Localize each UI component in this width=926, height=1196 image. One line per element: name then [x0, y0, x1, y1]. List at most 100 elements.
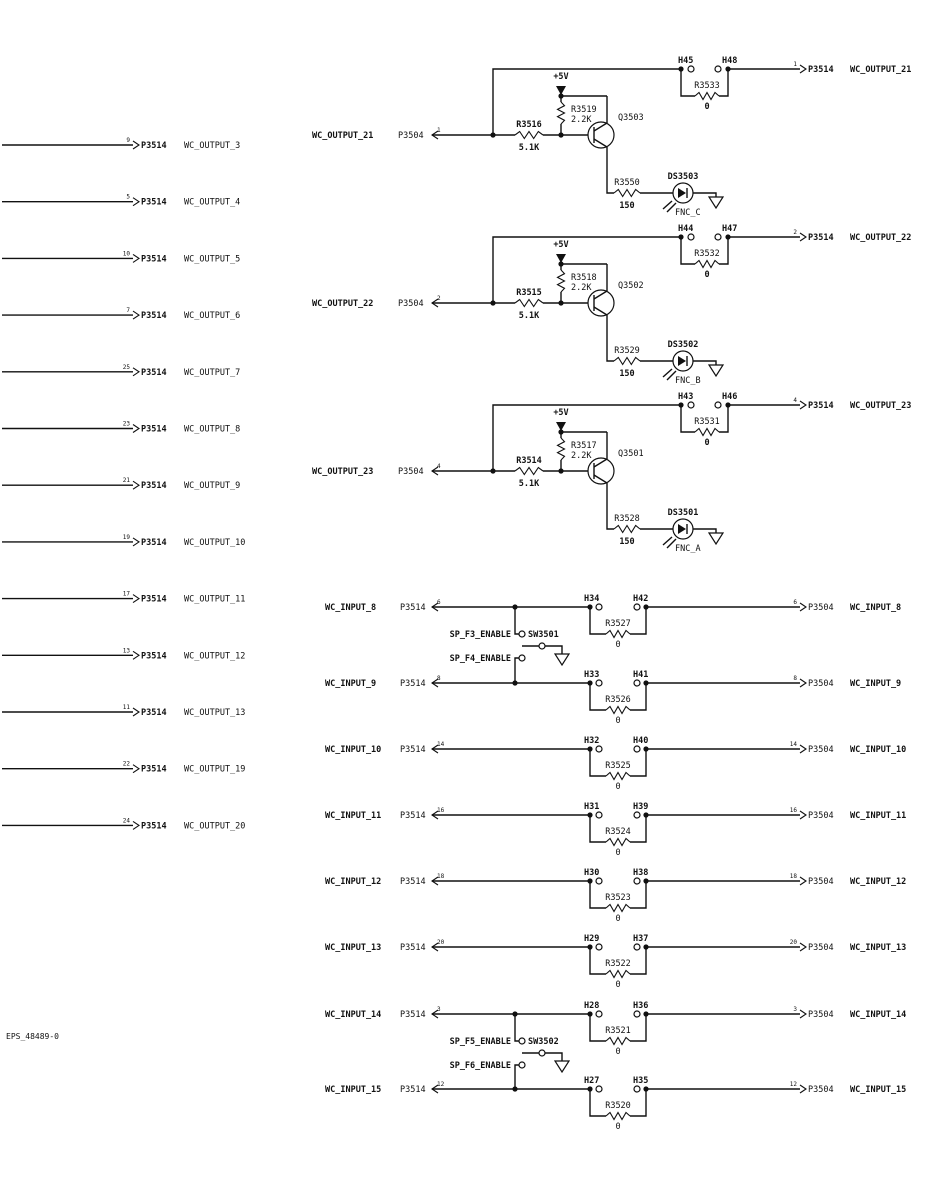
- signal-name: WC_INPUT_12: [325, 877, 381, 887]
- wire: [589, 749, 606, 777]
- connector-ref: P3514: [141, 425, 167, 435]
- pin-number: 1: [437, 127, 441, 134]
- jumper-ref: H34: [584, 594, 599, 604]
- wire: [680, 237, 695, 265]
- open-terminal: [714, 233, 722, 241]
- connector-ref: P3504: [808, 603, 834, 613]
- pin-number: 17: [123, 591, 131, 598]
- supply-label: +5V: [553, 240, 568, 250]
- connector-arrow-icon: [132, 764, 140, 774]
- wire: [630, 1014, 647, 1042]
- connector-ref: P3514: [400, 679, 426, 689]
- resistor-value: 2.2K: [571, 115, 592, 125]
- resistor-ref: R3533: [694, 81, 720, 91]
- connector-arrow-icon: [132, 707, 140, 717]
- signal-name: WC_INPUT_15: [850, 1085, 906, 1095]
- resistor-value: 0: [615, 1047, 620, 1057]
- pin-number: 10: [123, 250, 131, 257]
- connector-arrow-icon: [799, 400, 807, 410]
- wire: [589, 1089, 606, 1117]
- resistor-symbol: [613, 524, 641, 534]
- wire: [589, 607, 606, 635]
- jumper-ref: H30: [584, 868, 599, 878]
- wire: [630, 815, 647, 843]
- led-label: FNC_B: [675, 376, 701, 386]
- pin-number: 3: [793, 1006, 797, 1013]
- resistor-symbol: [605, 1036, 631, 1046]
- switch-label: SP_F6_ENABLE: [450, 1061, 511, 1071]
- signal-name: WC_INPUT_14: [325, 1010, 381, 1020]
- resistor-ref: R3524: [605, 827, 631, 837]
- connector-ref: P3504: [398, 467, 424, 477]
- connector-arrow-icon: [799, 1009, 807, 1019]
- jumper-ref: H37: [633, 934, 648, 944]
- pin-number: 7: [126, 307, 130, 314]
- ground-icon: [707, 532, 725, 546]
- wire: [514, 607, 519, 635]
- connector-arrow-icon: [132, 140, 140, 150]
- resistor-value: 5.1K: [519, 311, 540, 321]
- signal-name: WC_INPUT_14: [850, 1010, 906, 1020]
- open-terminal: [633, 745, 641, 753]
- open-terminal: [633, 1010, 641, 1018]
- resistor-value: 0: [615, 980, 620, 990]
- pin-number: 11: [123, 704, 131, 711]
- pin-number: 8: [793, 675, 797, 682]
- resistor-value: 0: [615, 782, 620, 792]
- signal-name: WC_INPUT_10: [325, 745, 381, 755]
- connector-arrow-icon: [799, 232, 807, 242]
- open-terminal: [595, 1085, 603, 1093]
- signal-name: WC_OUTPUT_22: [312, 299, 373, 309]
- jumper-ref: H40: [633, 736, 648, 746]
- connector-ref: P3514: [141, 141, 167, 151]
- signal-name: WC_OUTPUT_5: [184, 254, 240, 264]
- pin-number: 23: [123, 421, 131, 428]
- pin-number: 19: [123, 534, 131, 541]
- pin-number: 9: [126, 137, 130, 144]
- resistor-value: 0: [615, 914, 620, 924]
- connector-ref: P3514: [400, 1085, 426, 1095]
- connector-ref: P3514: [141, 765, 167, 775]
- signal-name: WC_INPUT_9: [850, 679, 901, 689]
- pin-number: 13: [123, 647, 131, 654]
- resistor-value: 0: [615, 1122, 620, 1132]
- open-terminal: [595, 811, 603, 819]
- wire: [589, 1014, 606, 1042]
- resistor-ref: R3522: [605, 959, 631, 969]
- signal-name: WC_OUTPUT_23: [850, 401, 911, 411]
- led-ref: DS3503: [668, 172, 699, 182]
- resistor-symbol: [556, 437, 566, 461]
- wire: [680, 405, 695, 433]
- pin-number: 6: [437, 599, 441, 606]
- open-terminal: [595, 603, 603, 611]
- resistor-ref: R3521: [605, 1026, 631, 1036]
- transistor-ref: Q3501: [618, 449, 644, 459]
- pin-number: 14: [790, 741, 798, 748]
- jumper-ref: H32: [584, 736, 599, 746]
- resistor-ref: R3519: [571, 105, 597, 115]
- wire: [630, 947, 647, 975]
- resistor-ref: R3518: [571, 273, 597, 283]
- connector-ref: P3514: [141, 538, 167, 548]
- led-label: FNC_A: [675, 544, 701, 554]
- signal-name: WC_INPUT_10: [850, 745, 906, 755]
- pin-number: 4: [437, 463, 441, 470]
- resistor-ref: R3514: [516, 456, 542, 466]
- jumper-ref: H38: [633, 868, 648, 878]
- ground-icon: [553, 653, 571, 667]
- open-terminal: [714, 65, 722, 73]
- wire: [630, 683, 647, 711]
- pin-number: 24: [123, 817, 131, 824]
- resistor-ref: R3523: [605, 893, 631, 903]
- resistor-symbol: [694, 427, 720, 437]
